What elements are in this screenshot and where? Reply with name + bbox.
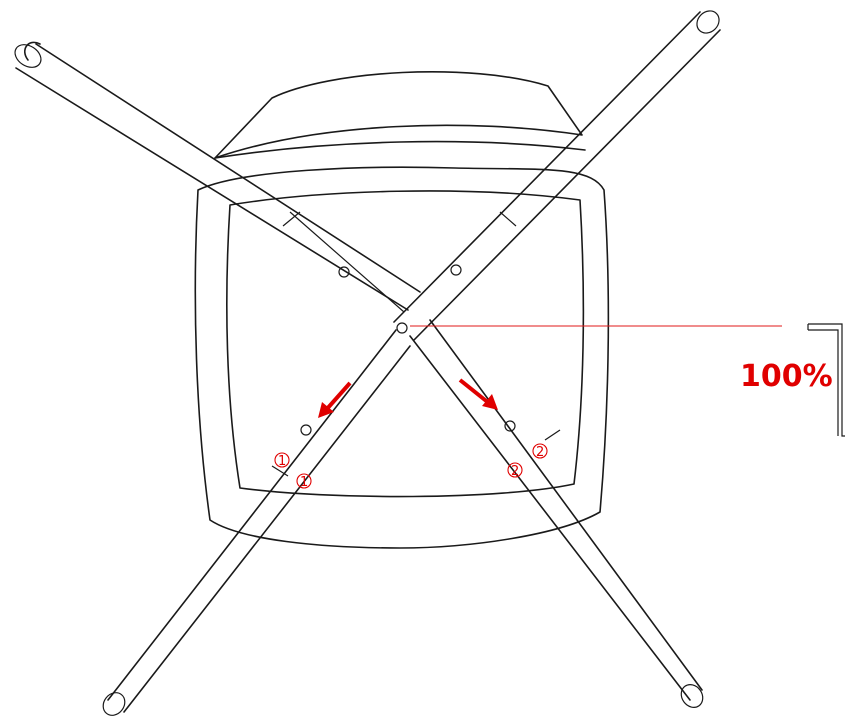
svg-text:2: 2 [536, 445, 544, 460]
step-marker-1a: 1 [274, 452, 290, 469]
arrow-icon [458, 378, 498, 410]
seat-shell [194, 166, 610, 549]
leg-top-right-to-bottom-left [102, 10, 721, 716]
step-marker-2a: 2 [532, 443, 548, 460]
torque-label: 100% [740, 359, 833, 394]
svg-text:1: 1 [300, 475, 308, 490]
step-marker-1b: 1 [296, 473, 312, 490]
leg-top-left-to-bottom-right [14, 41, 704, 708]
svg-text:2: 2 [511, 464, 519, 479]
svg-text:1: 1 [278, 454, 286, 469]
arrow-icon [318, 381, 352, 418]
allen-key-icon [807, 323, 845, 437]
step-marker-2b: 2 [507, 462, 523, 479]
seat-back [214, 70, 586, 159]
